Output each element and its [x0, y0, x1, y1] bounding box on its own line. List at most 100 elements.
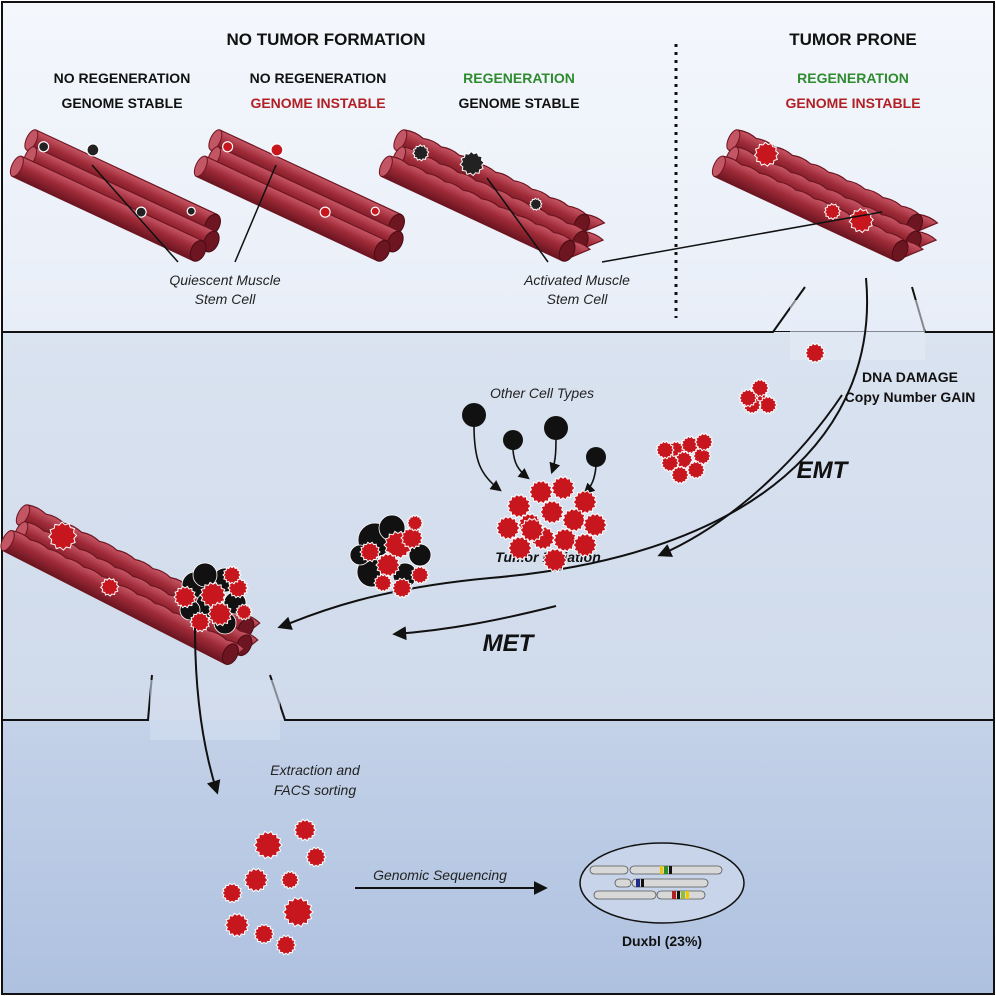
mixed-red-cell: [373, 573, 393, 593]
col4-line2: GENOME INSTABLE: [785, 95, 920, 111]
muscle-tube-start-1: [208, 129, 223, 151]
fiber-tumor-cluster: [173, 562, 253, 635]
muscle-tube-end-3: [373, 239, 391, 262]
tumor-initiation-cell: [506, 493, 532, 519]
sorted-tumor-cell: [305, 846, 327, 868]
muscle-tube-1: [394, 129, 606, 236]
activated-stem-cell-red: [823, 202, 842, 221]
stem-cell-red: [222, 141, 234, 153]
emt-inner-arrow: [657, 394, 843, 557]
band-yellow: [660, 866, 663, 874]
other-cell-arrow-3: [549, 437, 561, 475]
migrating-cluster-medium: [694, 432, 714, 452]
chromosome-set: [589, 865, 723, 900]
migrating-cluster-medium: [686, 460, 706, 480]
mixed-red-cell: [375, 552, 401, 578]
mixed-black-cell: [408, 543, 432, 567]
muscle-tube-end-2: [386, 230, 404, 253]
tumor-initiation-cell: [519, 517, 545, 543]
extraction-arrow: [194, 627, 221, 795]
activated-stem-cell-red: [753, 141, 780, 167]
tumor-initiation-cell: [561, 507, 587, 533]
dna-damage-label: DNA DAMAGE: [862, 369, 958, 385]
band-yellow-2: [686, 891, 689, 899]
quiescent-label-1: Quiescent Muscle: [169, 272, 280, 288]
funnel-shade-2: [150, 680, 280, 740]
mixed-tumor-cluster: [349, 514, 432, 599]
muscle-tube-start-3: [0, 530, 15, 552]
other-cell-1: [462, 403, 486, 427]
bottom-panel: [2, 720, 994, 994]
migrating-cluster-medium: [670, 465, 690, 485]
muscle-tube-start-1: [726, 129, 741, 151]
sorted-tumor-cell: [221, 882, 243, 904]
col3-line2: GENOME STABLE: [458, 95, 579, 111]
tumor-initiation-cell: [495, 515, 521, 541]
band-green: [664, 866, 668, 874]
emt-migrating-cells: [655, 342, 826, 485]
chromosome-1b: [629, 865, 723, 875]
muscle-tube-end-3: [891, 239, 909, 262]
col3-line1: REGENERATION: [463, 70, 575, 86]
stem-cell-black: [135, 206, 147, 218]
tumor-initiation-cell: [550, 475, 576, 501]
activated-label-2: Stem Cell: [547, 291, 609, 307]
genomic-sequencing-label: Genomic Sequencing: [373, 867, 507, 883]
top-panel: [1, 1, 995, 333]
callout-line-1: [91, 164, 179, 263]
migrating-cluster-medium: [655, 440, 675, 460]
sorted-tumor-cell: [275, 934, 297, 956]
muscle-tube-end-2: [202, 230, 220, 253]
met-arrow: [392, 605, 557, 641]
band-lightgreen: [681, 891, 685, 899]
tumor-initiation-cell: [552, 527, 578, 553]
tumor-initiation-cell: [572, 532, 598, 558]
fiber-tumor-red-cell: [173, 585, 197, 609]
col1-line2: GENOME STABLE: [61, 95, 182, 111]
muscle-tube-3: [1, 530, 246, 665]
sorted-tumor-cells: [221, 818, 327, 956]
migrating-cell-single: [804, 342, 826, 364]
other-cell-2: [503, 430, 523, 450]
muscle-fiber-quiescent-stable: [9, 129, 221, 262]
activated-stem-cell-black: [529, 197, 543, 211]
fiber-tumor-red-cell: [235, 603, 253, 621]
mixed-red-cell: [359, 541, 381, 563]
sorted-tumor-cell: [280, 870, 300, 890]
other-cell-types-label: Other Cell Types: [490, 385, 594, 401]
muscle-tube-start-3: [9, 155, 24, 178]
muscle-tube-start-1: [15, 504, 31, 526]
callout-line-4: [601, 211, 883, 263]
tumor-initiation-cell: [528, 479, 554, 505]
callout-line-3: [486, 177, 549, 263]
other-cell-4: [586, 447, 606, 467]
muscle-tube-end-3: [221, 643, 239, 665]
sorted-tumor-cell: [253, 923, 275, 945]
met-label: MET: [483, 630, 536, 657]
emt-label: EMT: [797, 457, 850, 484]
extraction-label-2: FACS sorting: [274, 782, 356, 798]
mixed-red-cell: [406, 514, 424, 532]
activated-stem-cell-red: [99, 577, 120, 597]
fiber-tumor-red-cell: [207, 601, 233, 627]
stem-cell-red: [270, 143, 284, 157]
other-cell-arrow-2: [512, 449, 530, 480]
fiber-tumor-red-cell: [189, 611, 211, 633]
muscle-tube-3: [380, 155, 592, 262]
tumor-initiation-cell: [572, 489, 598, 515]
migrating-cluster-small: [738, 388, 758, 408]
other-cell-arrow-1: [473, 424, 502, 492]
other-cell-3: [544, 416, 568, 440]
tumor-initiation-cluster: [495, 475, 608, 573]
mixed-red-cell: [391, 577, 413, 599]
sorted-tumor-cell: [253, 830, 283, 860]
sorted-tumor-cell: [282, 896, 314, 928]
extraction-label-1: Extraction and: [270, 762, 361, 778]
muscle-tube-start-1: [24, 129, 39, 151]
band-black: [669, 866, 672, 874]
muscle-tube-end-3: [558, 239, 576, 262]
migrating-cluster-small: [750, 378, 770, 398]
